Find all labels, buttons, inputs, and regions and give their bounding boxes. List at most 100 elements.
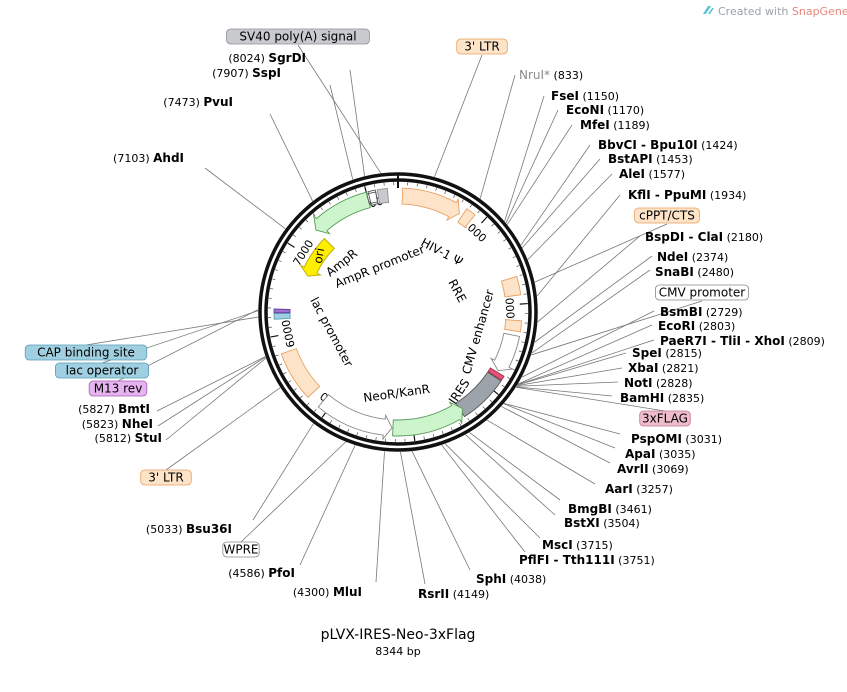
- minor-tick: [314, 409, 317, 412]
- feature-cmv-enhancer[interactable]: [489, 332, 521, 372]
- feature-neo-box[interactable]: [317, 394, 393, 441]
- site-avrii[interactable]: AvrII (3069): [617, 462, 689, 476]
- site-bspdi-clai-leader: [537, 235, 641, 323]
- feature-label-lac-operator-6[interactable]: lac operator: [55, 362, 149, 379]
- site-msci[interactable]: MscI (3715): [542, 538, 613, 552]
- feature-label-sv40-poly-a-signal-0-text: SV40 poly(A) signal: [239, 30, 356, 44]
- minor-tick: [506, 376, 510, 379]
- site-bbvci-bpu10i[interactable]: BbvCI - Bpu10I (1424): [598, 138, 738, 152]
- site-kfli-ppumi[interactable]: KflI - PpuMI (1934): [628, 188, 746, 202]
- minor-tick: [503, 239, 507, 242]
- site-spei[interactable]: SpeI (2815): [632, 346, 702, 360]
- feature-label-cmv-promoter-3[interactable]: CMV promoter: [655, 284, 750, 301]
- site-bstapi[interactable]: BstAPI (1453): [608, 152, 693, 166]
- site-pfoi[interactable]: (4586) PfoI: [228, 566, 295, 580]
- snapgene-brand[interactable]: Created with SnapGene®: [703, 5, 847, 18]
- minor-tick: [275, 354, 279, 357]
- site-paer7i-tlii-xhoi[interactable]: PaeR7I - TliI - XhoI (2809): [660, 334, 825, 348]
- site-econi-name: EcoNI: [566, 103, 604, 117]
- site-snabi[interactable]: SnaBI (2480): [655, 265, 734, 279]
- snapgene-logo-icon: [703, 6, 714, 14]
- feature-label-wpre-9[interactable]: WPRE: [222, 541, 260, 558]
- feature-label-sv40-poly-a-signal-0[interactable]: SV40 poly(A) signal: [226, 28, 370, 45]
- feature-ampr-promoter[interactable]: [366, 191, 379, 205]
- site-bsu36i[interactable]: (5033) Bsu36I: [146, 522, 232, 536]
- feature-neor-kanr[interactable]: [392, 401, 463, 437]
- feature-sv40-polya[interactable]: [376, 187, 390, 205]
- feature-cppt-cts[interactable]: [500, 275, 522, 298]
- site-sphi[interactable]: SphI (4038): [476, 572, 546, 586]
- feature-ori[interactable]: [299, 237, 335, 277]
- minor-tick: [423, 436, 425, 440]
- site-fsei[interactable]: FseI (1150): [551, 89, 619, 103]
- site-aari[interactable]: AarI (3257): [605, 482, 673, 496]
- feature-lac-box[interactable]: [273, 308, 291, 314]
- site-rsrii-position: (4149): [449, 588, 489, 601]
- site-ndei[interactable]: NdeI (2374): [657, 250, 728, 264]
- feature-ires[interactable]: [455, 371, 502, 418]
- site-bsmbi[interactable]: BsmBI (2729): [660, 305, 742, 319]
- site-sgrdi-name: SgrDI: [268, 51, 306, 65]
- feature-label-3-ltr-1[interactable]: 3' LTR: [456, 38, 508, 55]
- site-xbai[interactable]: XbaI (2821): [628, 361, 698, 375]
- site-snabi-name: SnaBI: [655, 265, 694, 279]
- feature-label-3-ltr-8[interactable]: 3' LTR: [140, 469, 192, 486]
- site-apai[interactable]: ApaI (3035): [625, 447, 696, 461]
- site-sphi-leader: [411, 451, 471, 571]
- feature-mcs[interactable]: [487, 367, 505, 381]
- site-rsrii[interactable]: RsrII (4149): [418, 587, 489, 601]
- minor-tick: [497, 231, 501, 234]
- site-pflfi-tth111i-position: (3751): [615, 554, 655, 567]
- site-msci-name: MscI: [542, 538, 573, 552]
- minor-tick: [355, 189, 357, 193]
- site-rsrii-label: RsrII (4149): [418, 587, 489, 601]
- feature-ampr[interactable]: [313, 191, 371, 235]
- site-mfei[interactable]: MfeI (1189): [580, 118, 650, 132]
- minor-tick: [518, 350, 522, 353]
- feature-hiv-psi-box[interactable]: [457, 208, 476, 228]
- site-alei[interactable]: AleI (1577): [619, 167, 685, 181]
- site-bmti[interactable]: (5827) BmtI: [78, 402, 150, 416]
- site-ahdi-name: AhdI: [153, 151, 184, 165]
- site-nhei-position: (5823): [82, 418, 122, 431]
- site-pspomi[interactable]: PspOMI (3031): [631, 432, 722, 446]
- site-pvui-name: PvuI: [203, 95, 233, 109]
- minor-tick: [501, 384, 505, 388]
- feature-3-ltr-inner[interactable]: [280, 347, 321, 398]
- site-pflfi-tth111i[interactable]: PflFI - Tth111I (3751): [519, 553, 655, 567]
- site-sspi[interactable]: (7907) SspI: [212, 66, 281, 80]
- site-econi[interactable]: EcoNI (1170): [566, 103, 644, 117]
- feature-cap-site[interactable]: [273, 313, 291, 320]
- site-nhei-name: NheI: [122, 417, 153, 431]
- site-bbvci-bpu10i-name: BbvCI - Bpu10I: [598, 138, 698, 152]
- site-ndei-position: (2374): [688, 251, 728, 264]
- feature-label-m13-rev-7-text: M13 rev: [94, 382, 143, 396]
- minor-tick: [320, 207, 323, 210]
- site-stui[interactable]: (5812) StuI: [95, 431, 162, 445]
- site-spei-name: SpeI: [632, 346, 662, 360]
- site-sphi-name: SphI: [476, 572, 506, 586]
- site-bmgbi[interactable]: BmgBI (3461): [568, 502, 652, 516]
- feature-label-3xflag-4-leader: [515, 386, 666, 412]
- minor-tick: [275, 269, 279, 271]
- site-nhei[interactable]: (5823) NheI: [82, 417, 153, 431]
- site-sgrdi[interactable]: (8024) SgrDI: [228, 51, 306, 65]
- site-avrii-leader: [501, 406, 611, 464]
- feature-label-cppt-cts-2[interactable]: cPPT/CTS: [634, 207, 700, 224]
- site-bspdi-clai[interactable]: BspDI - ClaI (2180): [645, 230, 763, 244]
- site-pvui[interactable]: (7473) PvuI: [163, 95, 233, 109]
- site-ecori[interactable]: EcoRI (2803): [658, 319, 735, 333]
- feature-rre-box[interactable]: [504, 319, 523, 333]
- feature-sv40-ori-small[interactable]: [367, 189, 379, 206]
- feature-label-3xflag-4[interactable]: 3xFLAG: [639, 410, 691, 427]
- site-bamhi[interactable]: BamHI (2835): [620, 391, 704, 405]
- site-mfei-name: MfeI: [580, 118, 610, 132]
- feature-label-cap-binding-site-5[interactable]: CAP binding site: [24, 344, 148, 361]
- feature-5-ltr[interactable]: [401, 187, 460, 222]
- site-noti[interactable]: NotI (2828): [624, 376, 693, 390]
- site-nrui[interactable]: NruI* (833): [519, 68, 583, 82]
- site-bstxi[interactable]: BstXI (3504): [564, 516, 640, 530]
- site-ahdi[interactable]: (7103) AhdI: [113, 151, 184, 165]
- feature-label-m13-rev-7[interactable]: M13 rev: [88, 380, 148, 397]
- site-mlui[interactable]: (4300) MluI: [293, 585, 362, 599]
